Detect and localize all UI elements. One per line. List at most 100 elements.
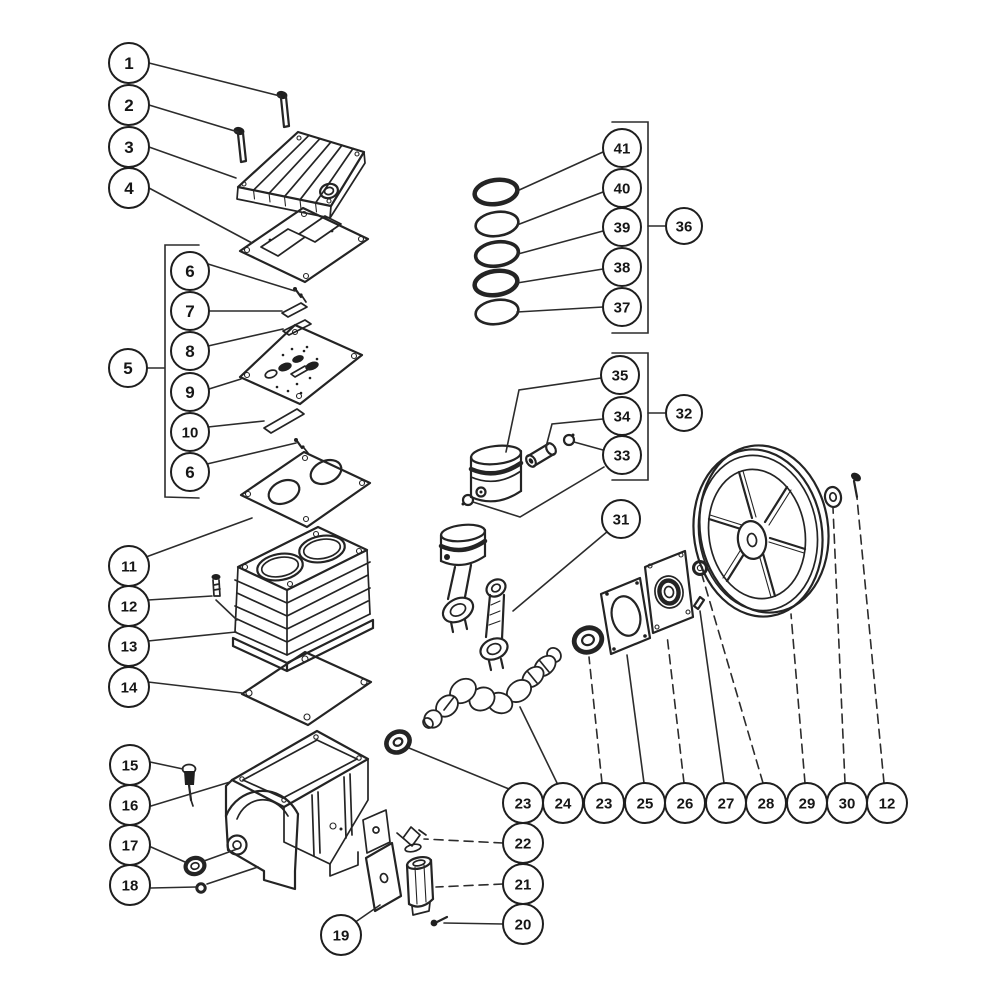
callout-number-41: 41 [614,140,631,157]
callout-circle-4 [108,167,150,209]
part-bearing-plate-26 [643,549,695,635]
leader-line-2 [148,104,239,133]
callout-20: 20 [502,903,544,945]
callout-number-35: 35 [612,367,629,384]
leader-line-13 [147,631,237,642]
leader-line-11 [145,517,253,558]
part-bolt-20 [430,915,449,927]
callout-35: 35 [600,355,640,395]
part-reed-valve-7 [281,302,308,318]
part-filter-cartridge-21 [405,855,435,916]
group-callouts: 1234567891061112131415161718194140393837… [108,42,908,956]
callout-40: 40 [602,168,642,208]
callout-number-16: 16 [122,797,139,814]
leader-line-33-b [472,466,605,518]
callout-number-23: 23 [515,795,532,812]
part-washer-30 [823,485,843,509]
callout-number-1: 1 [124,54,133,73]
part-breather-15 [181,763,197,807]
callout-number-14: 14 [121,679,138,696]
callout-circle-10 [170,412,210,452]
part-key-27 [692,595,706,611]
leader-line-10 [207,420,265,428]
bracket-group-5 [164,244,200,499]
callout-number-2: 2 [124,96,133,115]
part-piston-rod-assembly [438,523,488,634]
callout-number-25: 25 [637,795,654,812]
part-circlip-b [461,493,475,507]
part-base-gasket [240,650,373,727]
callout-circle-8 [170,331,210,371]
callout-4: 4 [108,167,150,209]
callout-number-22: 22 [515,835,532,852]
leader-line-6-top [207,263,296,292]
callout-17: 17 [109,824,151,866]
part-bolt-1 [276,90,291,129]
callout-19: 19 [320,914,362,956]
part-crankshaft [422,646,562,729]
leader-line-26 [666,634,685,784]
leader-line-27 [699,610,725,784]
bracket-group-32 [611,352,649,481]
callout-3: 3 [108,126,150,168]
callout-16: 16 [109,784,151,826]
leader-line-29 [790,613,806,784]
leader-line-22 [423,838,504,844]
leader-line-20 [443,922,504,925]
part-plug-18 [195,882,207,894]
leader-line-18 [150,886,197,889]
callout-number-26: 26 [677,795,694,812]
part-head-gasket [238,206,370,284]
callout-number-7: 7 [185,302,194,321]
callout-circle-41 [602,128,642,168]
part-oil-seal-17 [183,855,207,877]
leader-line-4 [148,187,253,244]
callout-number-17: 17 [122,837,139,854]
callout-36: 36 [665,207,703,245]
part-side-plate-19 [364,841,403,913]
callout-circle-9 [170,372,210,412]
callout-39: 39 [602,207,642,247]
callout-21: 21 [502,863,544,905]
part-flywheel [692,444,830,618]
callout-27: 27 [705,782,747,824]
part-piston-35 [468,444,524,503]
callout-23: 23 [583,782,625,824]
callout-number-12: 12 [121,598,138,615]
part-bolt-12-right [850,472,862,499]
leader-line-25 [626,654,645,784]
callout-26: 26 [664,782,706,824]
callout-number-9: 9 [185,383,194,402]
callout-circle-18 [109,864,151,906]
part-seal-23-right [571,625,605,655]
callout-number-30: 30 [839,795,856,812]
part-reed-valve-10 [263,408,305,434]
callout-number-31: 31 [613,511,630,528]
callout-circle-36 [665,207,703,245]
callout-circle-32 [665,394,703,432]
bracket-group-36 [611,121,649,334]
callout-number-29: 29 [799,795,816,812]
leader-line-14 [147,681,243,694]
callout-circle-35 [600,355,640,395]
leader-line-41 [516,151,604,192]
leader-line-15 [149,761,184,770]
leader-line-9 [208,378,242,390]
callout-31: 31 [601,499,641,539]
callout-circle-19 [320,914,362,956]
callout-circle-33 [602,435,642,475]
callout-number-32: 32 [676,405,693,422]
leader-line-21 [435,883,504,888]
callout-23: 23 [502,782,544,824]
callout-28: 28 [745,782,787,824]
leader-line-28 [701,574,764,784]
callout-number-12: 12 [879,795,896,812]
leader-line-12-elbow [215,599,238,621]
leader-line-17-ext [203,847,241,862]
part-piston-rings [472,177,521,326]
callout-37: 37 [602,287,642,327]
callout-6: 6 [170,251,210,291]
group-leader-lines [145,62,885,925]
leader-line-23-right [588,656,603,784]
callout-circle-12 [866,782,908,824]
